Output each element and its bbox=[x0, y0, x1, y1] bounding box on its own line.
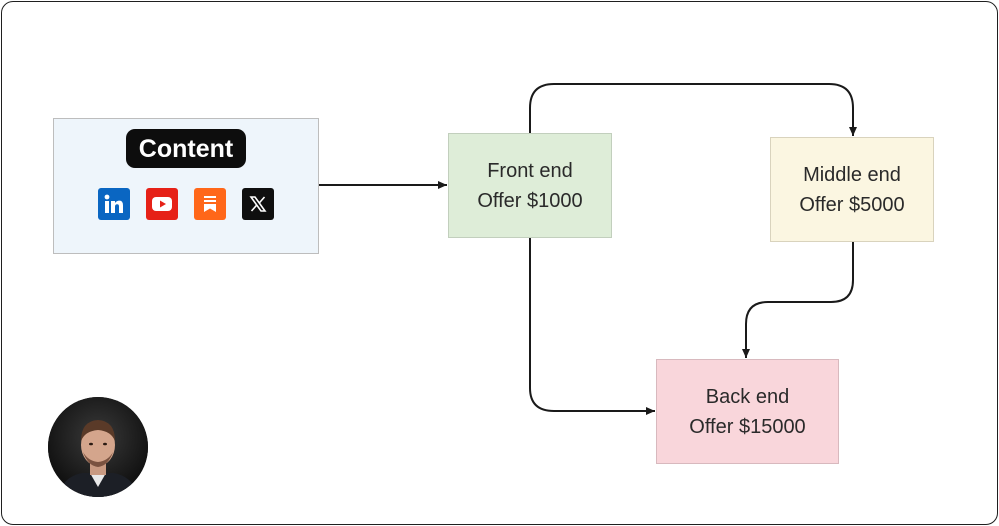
front-end-box: Front end Offer $1000 bbox=[448, 133, 612, 238]
content-title: Content bbox=[125, 129, 247, 168]
arrow-front-to-back bbox=[529, 238, 655, 415]
middle-end-box: Middle end Offer $5000 bbox=[770, 137, 934, 242]
middle-end-offer: Offer $5000 bbox=[799, 193, 905, 216]
middle-end-label: Middle end bbox=[803, 163, 901, 186]
back-end-offer: Offer $15000 bbox=[689, 415, 806, 438]
arrow-front-to-middle bbox=[529, 83, 857, 136]
avatar bbox=[48, 397, 148, 497]
back-end-label: Back end bbox=[705, 385, 790, 408]
substack-icon bbox=[194, 188, 226, 220]
front-end-label: Front end bbox=[487, 159, 573, 182]
front-end-offer: Offer $1000 bbox=[477, 189, 583, 212]
arrow-middle-to-back bbox=[742, 242, 854, 358]
x-icon bbox=[242, 188, 274, 220]
back-end-box: Back end Offer $15000 bbox=[656, 359, 839, 464]
social-icons bbox=[98, 188, 274, 220]
content-box: Content bbox=[53, 118, 319, 254]
linkedin-icon bbox=[98, 188, 130, 220]
youtube-icon bbox=[146, 188, 178, 220]
